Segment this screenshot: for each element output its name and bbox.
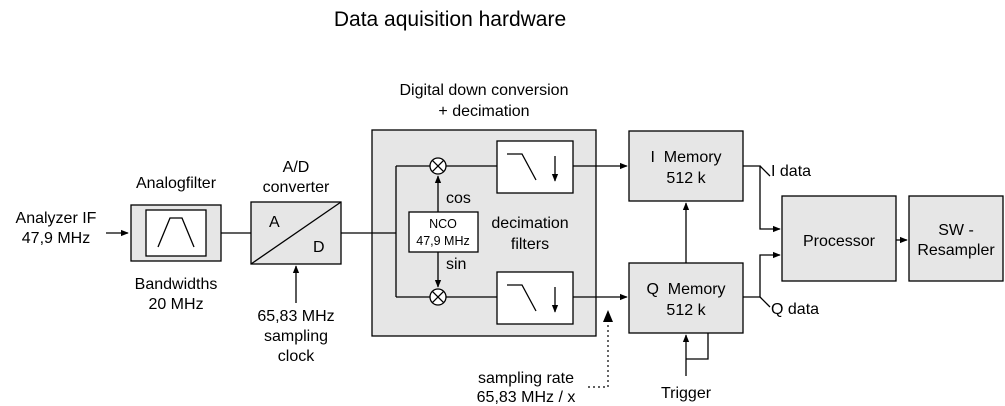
- bandwidths-value: 20 MHz: [148, 296, 203, 313]
- adc-diagonal: [250, 201, 342, 265]
- sin-label: sin: [446, 256, 466, 273]
- input-label-line1: Analyzer IF: [16, 210, 97, 227]
- trigger-loop-line: [686, 333, 709, 360]
- cos-label: cos: [446, 190, 471, 207]
- decimation-label-line1: decimation: [491, 215, 568, 232]
- nco-label: NCO: [429, 217, 457, 231]
- sampling-clock-line3: clock: [278, 348, 315, 365]
- adc-d-label: D: [313, 239, 325, 256]
- sampling-clock-line1: 65,83 MHz: [257, 308, 334, 325]
- adc-label-line2: converter: [263, 179, 330, 196]
- i-lowpass-icon: [507, 153, 537, 181]
- q-lowpass-icon: [507, 284, 537, 312]
- i-data-line: [743, 165, 781, 233]
- bandpass-icon: [157, 217, 195, 248]
- trigger-label: Trigger: [661, 385, 712, 402]
- q-memory-box: [628, 262, 744, 334]
- i-mixer-cross-b: [431, 159, 445, 173]
- input-label-line2: 47,9 MHz: [22, 230, 90, 247]
- diagram-title: Data aquisition hardware: [334, 8, 566, 31]
- ddc-label-line1: Digital down conversion: [400, 82, 569, 99]
- sampling-clock-line2: sampling: [264, 328, 328, 345]
- processor-label: Processor: [803, 233, 876, 250]
- i-memory-label: I Memory: [650, 149, 721, 166]
- analog-filter-label: Analogfilter: [136, 175, 217, 192]
- resampler-label-line2: Resampler: [917, 242, 995, 259]
- q-data-label: Q data: [771, 301, 819, 318]
- bandwidths-label: Bandwidths: [135, 276, 218, 293]
- processor-box: [781, 195, 897, 282]
- i-data-tick: [759, 165, 771, 177]
- q-mixer-cross-b: [431, 290, 445, 304]
- i-memory-box: [628, 130, 744, 202]
- ddc-label-line2: + decimation: [438, 103, 529, 120]
- i-memory-size: 512 k: [666, 170, 706, 187]
- resampler-label-line1: SW -: [938, 222, 974, 239]
- resampler-box: [908, 195, 1004, 282]
- sampling-rate-line1: sampling rate: [478, 370, 574, 387]
- q-memory-label: Q Memory: [646, 281, 725, 298]
- q-data-tick: [759, 296, 771, 308]
- sampling-rate-line2: 65,83 MHz / x: [477, 389, 576, 406]
- sampling-rate-arrowhead: [603, 310, 613, 322]
- nco-box: [408, 211, 479, 253]
- i-decimation-filter: [496, 140, 574, 194]
- q-memory-size: 512 k: [666, 302, 706, 319]
- sampling-rate-dotted-line: [588, 320, 609, 388]
- analog-filter-symbol: [145, 209, 207, 257]
- i-data-label: I data: [771, 163, 811, 180]
- adc-a-label: A: [269, 214, 280, 231]
- adc-label-line1: A/D: [283, 159, 310, 176]
- decimation-label-line2: filters: [511, 236, 549, 253]
- q-decimation-filter: [496, 271, 574, 325]
- nco-frequency: 47,9 MHz: [416, 234, 470, 248]
- q-data-line: [743, 251, 781, 298]
